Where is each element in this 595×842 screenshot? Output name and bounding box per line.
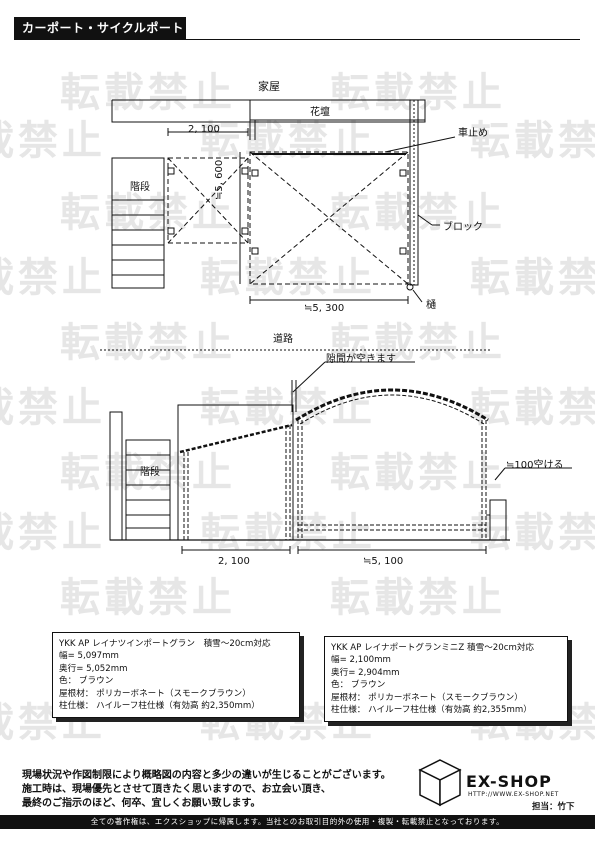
watermark: 転載禁止 <box>470 510 595 556</box>
elevation-dimensions <box>181 546 487 554</box>
building-behind <box>177 404 294 541</box>
watermark: 転載禁止 <box>330 320 506 366</box>
gutter-label: 樋 <box>426 300 436 311</box>
note-line: 現場状況や作図制限により概略図の内容と多少の違いが生じることがございます。 <box>22 770 391 781</box>
watermark: 転載禁止 <box>60 70 236 116</box>
watermark: 転載禁止 <box>0 255 106 301</box>
watermark: 転載禁止 <box>200 118 376 164</box>
watermark: 転載禁止 <box>60 575 236 621</box>
posts <box>167 167 407 255</box>
flowerbed-label: 花壇 <box>310 107 330 118</box>
clearance-leader <box>494 467 506 481</box>
watermark: 転載禁止 <box>330 575 506 621</box>
house-outline <box>111 99 426 123</box>
wheel-stop-leader <box>384 136 456 153</box>
watermark: 転載禁止 <box>470 385 595 431</box>
copyright-footer: 全ての著作権は、エクスショップに帰属します。当社とのお取引目的外の使用・複製・転… <box>0 815 595 829</box>
spec-line: 色： ブラウン <box>331 680 386 691</box>
header-rule <box>14 39 580 40</box>
gutter-icon <box>406 283 414 291</box>
watermark: 転載禁止 <box>200 255 376 301</box>
cycleport-elevation <box>179 423 293 540</box>
back-wall <box>109 411 123 541</box>
note-line: 最終のご指示のほど、何卒、宜しくお願い致します。 <box>22 798 261 809</box>
watermark: 転載禁止 <box>330 450 506 496</box>
watermark: 転載禁止 <box>0 385 106 431</box>
disclaimer-notes: 現場状況や作図制限により概略図の内容と多少の違いが生じることがございます。 施工… <box>22 769 391 811</box>
spec-line: YKK AP レイナポートグランミニZ 積雪～20cm対応 <box>331 643 535 653</box>
block-post <box>489 499 507 541</box>
stairs-plan-label: 階段 <box>130 182 150 193</box>
dim-depth: ≒5, 600 <box>214 159 225 200</box>
carport-plan <box>249 151 409 285</box>
spec-box-carport: YKK AP レイナツインポートグラン 積雪～20cm対応 幅= 5,097mm… <box>52 632 300 718</box>
watermark: 転載禁止 <box>0 118 106 164</box>
spec-line: YKK AP レイナツインポートグラン 積雪～20cm対応 <box>59 639 271 649</box>
block-label: ブロック <box>443 222 483 233</box>
spec-line: 屋根材： ポリカーボネート（スモークブラウン） <box>331 692 523 703</box>
wheel-stop-label: 車止め <box>458 128 488 139</box>
watermark: 転載禁止 <box>60 450 236 496</box>
gutter-leader <box>412 289 423 303</box>
page-title: カーポート・サイクルポート <box>14 17 186 39</box>
dim-carport-width-elev: ≒5, 100 <box>363 556 404 567</box>
spec-line: 奥行= 2,904mm <box>331 667 400 678</box>
spec-box-cycleport: YKK AP レイナポートグランミニZ 積雪～20cm対応 幅= 2,100mm… <box>324 636 568 722</box>
spec-line: 色： ブラウン <box>59 676 114 687</box>
watermark: 転載禁止 <box>60 320 236 366</box>
watermark: 転載禁止 <box>200 385 376 431</box>
watermark: 転載禁止 <box>0 510 106 556</box>
spec-line: 屋根材： ポリカーボネート（スモークブラウン） <box>59 688 251 699</box>
gap-label: 隙間が空きます <box>326 354 396 365</box>
brand-url: HTTP://WWW.EX-SHOP.NET <box>468 791 559 798</box>
dim-cycle-width-elev: 2, 100 <box>218 556 250 567</box>
elevation-drawing <box>109 361 572 554</box>
person-in-charge: 担当：竹下 <box>532 802 575 812</box>
plan-dimensions <box>167 128 409 304</box>
spec-line: 幅= 5,097mm <box>59 651 119 662</box>
gap-leader <box>292 361 326 393</box>
clearance-label: ≒100空ける <box>506 460 564 471</box>
ex-shop-logo-icon <box>418 759 462 807</box>
spec-line: 柱仕様： ハイルーフ柱仕様（有効高 約2,350mm） <box>59 701 260 712</box>
carport-elevation <box>295 388 489 540</box>
road-label: 道路 <box>273 334 293 345</box>
spec-line: 幅= 2,100mm <box>331 655 391 666</box>
spec-line: 柱仕様： ハイルーフ柱仕様（有効高 約2,355mm） <box>331 705 532 716</box>
watermark: 転載禁止 <box>60 190 236 236</box>
watermark: 転載禁止 <box>330 190 506 236</box>
spec-line: 奥行= 5,052mm <box>59 663 128 674</box>
note-line: 施工時は、現場優先とさせて頂きたく思いますので、お立会い頂き、 <box>22 784 331 795</box>
cycleport-plan <box>167 157 249 244</box>
dim-carport-width-plan: ≒5, 300 <box>304 303 345 314</box>
block-wall <box>409 99 419 286</box>
watermark: 転載禁止 <box>470 255 595 301</box>
stairs-elevation <box>125 439 171 540</box>
watermark: 転載禁止 <box>470 118 595 164</box>
watermark: 転載禁止 <box>330 70 506 116</box>
dim-cycle-width-plan: 2, 100 <box>188 124 220 135</box>
flowerbed <box>249 99 426 140</box>
block-leader <box>417 214 433 226</box>
house-label: 家屋 <box>258 80 280 93</box>
stairs-plan <box>111 157 165 289</box>
brand-name: EX-SHOP <box>466 772 552 791</box>
stairs-elevation-label: 階段 <box>140 467 160 478</box>
